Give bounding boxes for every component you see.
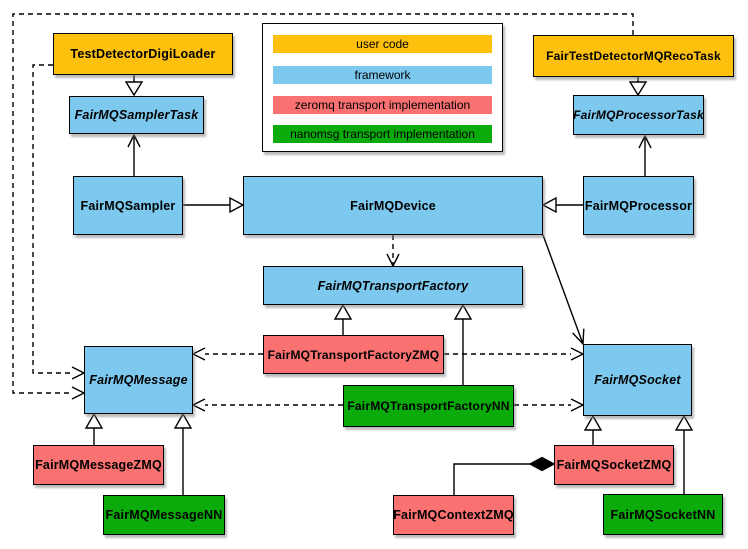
legend-item-framework: framework <box>273 66 492 84</box>
legend-label: user code <box>356 37 409 51</box>
legend-label: framework <box>354 68 411 82</box>
node-label: FairMQSampler <box>80 198 176 213</box>
legend-item-user-code: user code <box>273 35 492 53</box>
node-label: FairMQMessageZMQ <box>35 458 162 472</box>
edge-tfnn-message-dependency <box>191 398 343 412</box>
node-testdetectordigiloader: TestDetectorDigiLoader <box>53 33 233 75</box>
node-label: FairMQProcessor <box>584 198 693 213</box>
edge-tfnn-socket-dependency <box>514 398 585 412</box>
node-label: FairMQSamplerTask <box>74 108 199 122</box>
edge-recotask-processortask-inheritance <box>628 77 648 97</box>
edge-socketnn-socket-inheritance <box>674 414 694 494</box>
legend-label: zeromq transport implementation <box>294 98 471 112</box>
node-fairmqsampler: FairMQSampler <box>73 176 183 235</box>
edge-tfnn-transportfactory-inheritance <box>453 303 473 385</box>
node-fairmqcontextzmq: FairMQContextZMQ <box>393 495 514 535</box>
node-fairmqprocessor: FairMQProcessor <box>583 176 694 235</box>
node-label: TestDetectorDigiLoader <box>70 47 216 61</box>
edge-tfzmq-socket-dependency <box>444 347 585 361</box>
node-label: FairMQSocket <box>594 373 681 387</box>
node-label: FairMQProcessorTask <box>573 108 704 122</box>
edge-sampler-device-inheritance <box>183 196 245 214</box>
node-fairmqmessage: FairMQMessage <box>84 346 193 414</box>
node-fairmqsamplertask: FairMQSamplerTask <box>69 96 204 134</box>
node-fairmqmessagenn: FairMQMessageNN <box>103 495 225 535</box>
node-label: FairMQTransportFactoryZMQ <box>267 347 440 362</box>
node-fairmqtransportfactory: FairMQTransportFactory <box>263 266 523 305</box>
legend-label: nanomsg transport implementation <box>290 127 475 141</box>
edge-tfzmq-message-dependency <box>191 347 263 361</box>
edge-sampler-samplertask-association <box>127 133 141 176</box>
node-label: FairTestDetectorMQRecoTask <box>546 49 721 63</box>
node-fairmqtransportfactoryzmq: FairMQTransportFactoryZMQ <box>263 335 444 374</box>
edge-messagezmq-message-inheritance <box>84 412 104 445</box>
edge-socketzmq-contextzmq-composition <box>453 456 556 495</box>
edge-socketzmq-socket-inheritance <box>583 414 603 445</box>
node-label: FairMQTransportFactory <box>317 278 469 293</box>
edge-device-socket-association <box>542 234 585 346</box>
node-fairmqtransportfactorynn: FairMQTransportFactoryNN <box>343 385 514 427</box>
node-fairmqmessagezmq: FairMQMessageZMQ <box>33 445 164 485</box>
legend-item-zeromq: zeromq transport implementation <box>273 96 492 114</box>
edge-messagenn-message-inheritance <box>173 412 193 495</box>
node-label: FairMQMessage <box>89 373 188 387</box>
legend-item-nanomsg: nanomsg transport implementation <box>273 125 492 143</box>
node-fairmqdevice: FairMQDevice <box>243 176 543 235</box>
node-label: FairMQTransportFactoryNN <box>347 399 510 413</box>
edge-processor-processortask-association <box>638 134 652 176</box>
node-fairmqsocketzmq: FairMQSocketZMQ <box>554 445 674 485</box>
node-label: FairMQContextZMQ <box>393 508 514 522</box>
node-label: FairMQMessageNN <box>105 508 223 522</box>
legend-box: user code framework zeromq transport imp… <box>262 23 503 152</box>
node-fairmqsocketnn: FairMQSocketNN <box>603 494 723 535</box>
node-fairmqprocessortask: FairMQProcessorTask <box>573 95 704 135</box>
edge-tfzmq-transportfactory-inheritance <box>333 303 353 335</box>
node-label: FairMQSocketNN <box>610 507 716 522</box>
node-fairtestdetectormqrecotask: FairTestDetectorMQRecoTask <box>533 35 734 77</box>
node-label: FairMQSocketZMQ <box>556 458 672 472</box>
node-fairmqsocket: FairMQSocket <box>583 344 692 416</box>
edge-digiloader-samplertask-inheritance <box>124 75 144 97</box>
edge-processor-device-inheritance <box>541 196 583 214</box>
node-label: FairMQDevice <box>350 198 436 213</box>
edge-device-transportfactory-dependency <box>386 235 400 268</box>
